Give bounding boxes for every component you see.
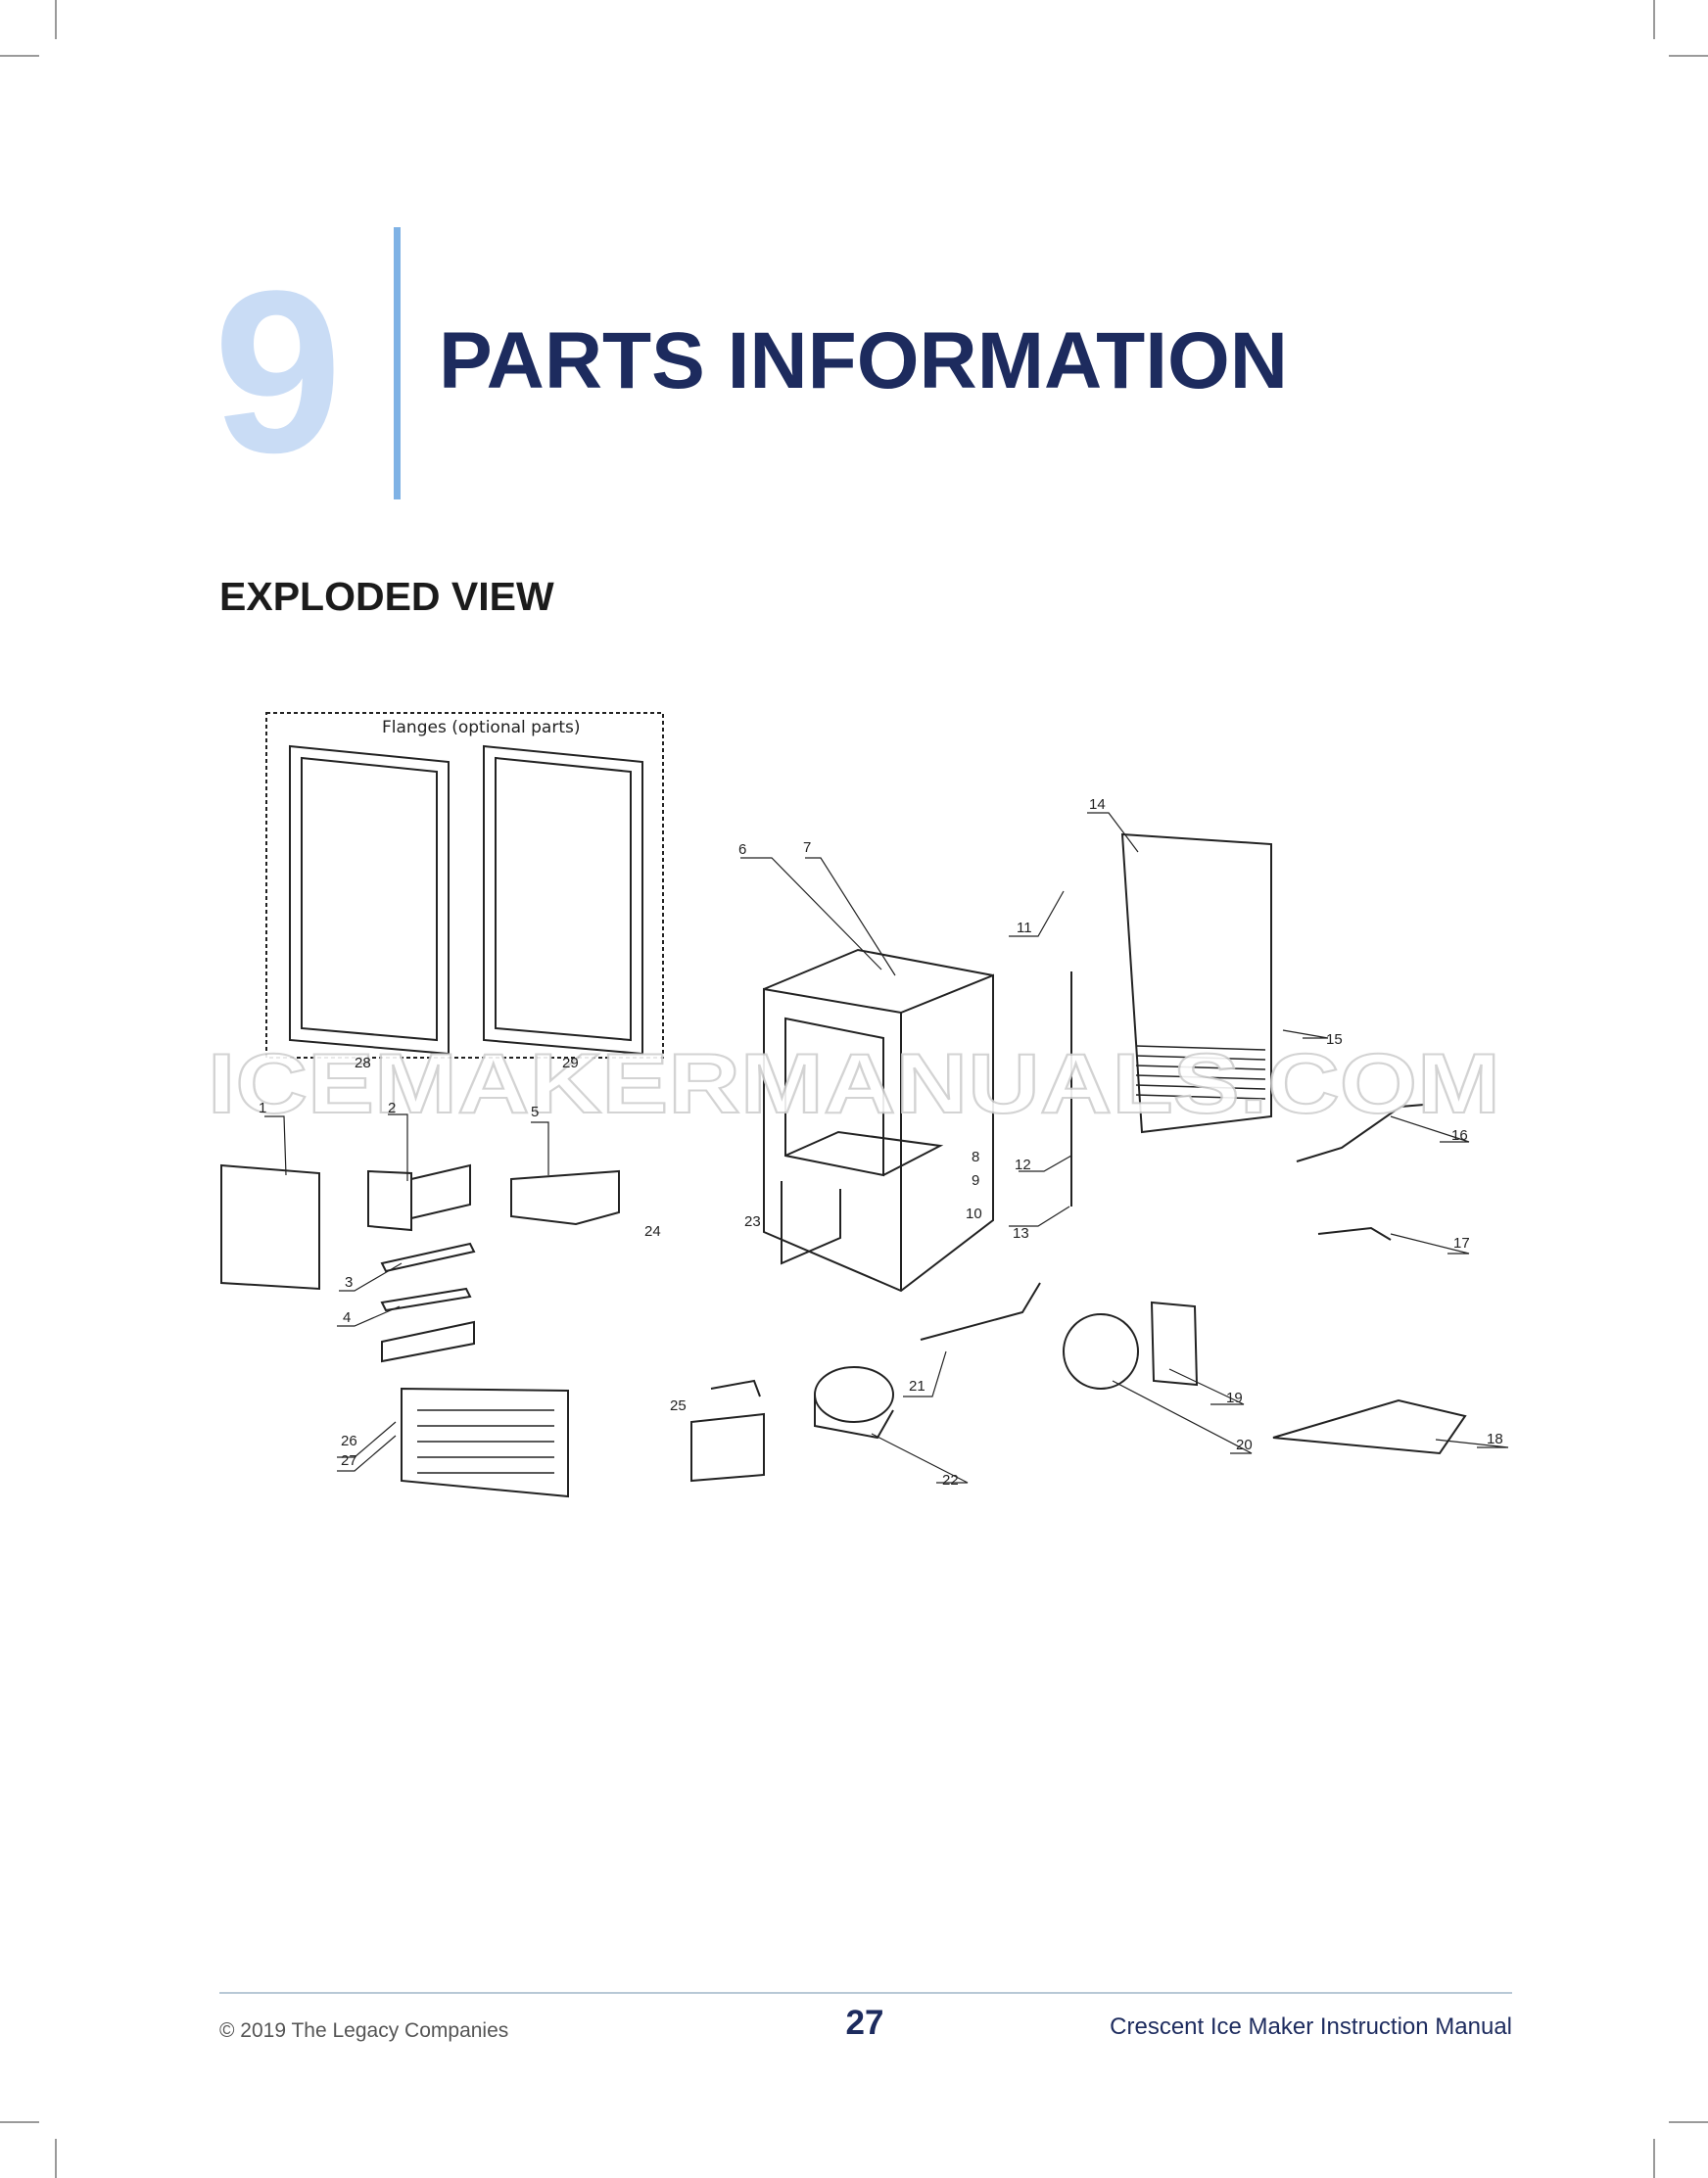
callout-11: 11 (1017, 920, 1032, 936)
exploded-view-diagram: ICEMAKERMANUALS.COM Flanges (optional pa… (207, 712, 1509, 1498)
callout-24: 24 (644, 1223, 661, 1240)
callout-4: 4 (343, 1309, 351, 1326)
flange-box (265, 712, 664, 1059)
callout-7: 7 (803, 839, 811, 856)
callout-18: 18 (1487, 1431, 1503, 1447)
crop-mark (55, 0, 57, 39)
callout-16: 16 (1451, 1127, 1468, 1144)
callout-12: 12 (1015, 1157, 1031, 1173)
callout-3: 3 (345, 1274, 353, 1291)
callout-19: 19 (1226, 1390, 1243, 1406)
callout-17: 17 (1453, 1235, 1470, 1252)
crop-mark (1669, 2121, 1708, 2123)
section-heading: EXPLODED VIEW (219, 574, 554, 619)
page-number: 27 (845, 2004, 884, 2042)
callout-22: 22 (942, 1472, 959, 1489)
callout-23: 23 (744, 1213, 761, 1230)
crop-mark (1653, 0, 1655, 39)
callout-26: 26 (341, 1433, 357, 1449)
callout-28: 28 (355, 1055, 371, 1071)
callout-1: 1 (259, 1100, 266, 1116)
callout-21: 21 (909, 1378, 925, 1395)
watermark-text: ICEMAKERMANUALS.COM (208, 1037, 1500, 1131)
callout-20: 20 (1236, 1437, 1253, 1453)
callout-5: 5 (531, 1104, 539, 1120)
flange-box-label: Flanges (optional parts) (382, 718, 581, 737)
callout-8: 8 (972, 1149, 979, 1165)
callout-15: 15 (1326, 1031, 1343, 1048)
chapter-number: 9 (214, 243, 342, 501)
chapter-divider (394, 227, 401, 499)
callout-27: 27 (341, 1452, 357, 1469)
footer-manual-title: Crescent Ice Maker Instruction Manual (1110, 2013, 1512, 2040)
callout-6: 6 (738, 841, 746, 858)
callout-2: 2 (388, 1100, 396, 1116)
crop-mark (0, 55, 39, 57)
crop-mark (55, 2139, 57, 2178)
callout-25: 25 (670, 1397, 687, 1414)
footer-divider (219, 1992, 1512, 1994)
crop-mark (0, 2121, 39, 2123)
callout-10: 10 (966, 1206, 982, 1222)
crop-mark (1669, 55, 1708, 57)
callout-9: 9 (972, 1172, 979, 1189)
footer-copyright: © 2019 The Legacy Companies (219, 2019, 509, 2042)
callout-13: 13 (1013, 1225, 1029, 1242)
callout-29: 29 (562, 1055, 579, 1071)
crop-mark (1653, 2139, 1655, 2178)
chapter-title: PARTS INFORMATION (439, 316, 1289, 405)
callout-14: 14 (1089, 796, 1106, 813)
